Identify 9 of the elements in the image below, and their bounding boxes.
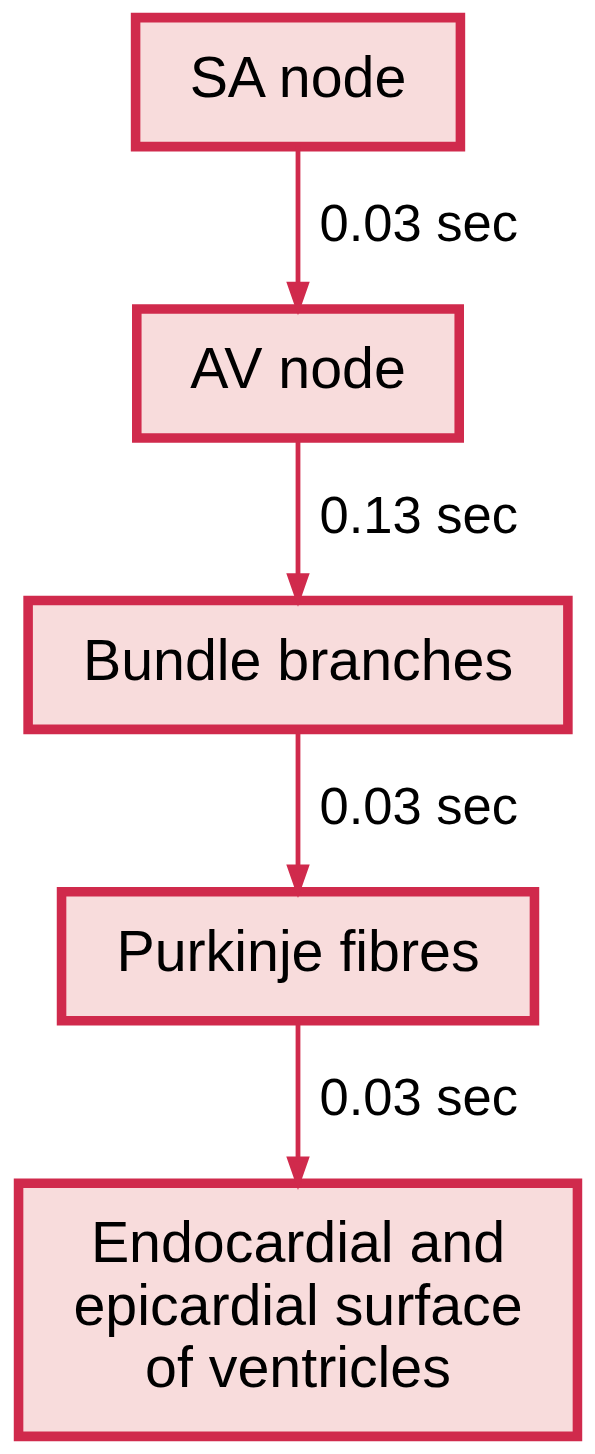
node-box: AV node <box>131 304 464 443</box>
node-box: Bundle branches <box>22 595 573 735</box>
node-box: SA node <box>130 12 465 152</box>
edge-label: 0.03 sec <box>318 193 518 253</box>
edge-label: 0.13 sec <box>318 484 518 544</box>
edge-label: 0.03 sec <box>318 775 518 835</box>
edge-label: 0.03 sec <box>318 1067 518 1127</box>
node-box: Endocardial and epicardial surface of ventricles <box>13 1178 582 1442</box>
node-box: Purkinje fibres <box>56 887 539 1026</box>
